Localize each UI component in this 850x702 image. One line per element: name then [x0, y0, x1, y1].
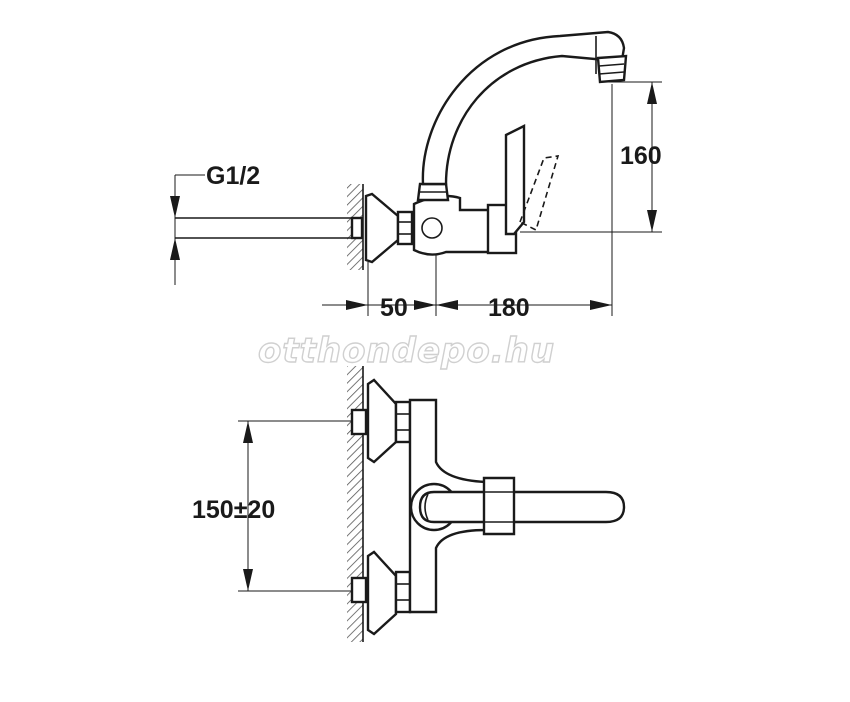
lever-side — [504, 124, 526, 236]
lever-top — [482, 476, 516, 536]
hex-nut-side — [396, 210, 414, 246]
spout-top — [418, 490, 626, 524]
escutcheon-top-upper — [366, 378, 398, 464]
watermark-text: otthondepo.hu — [258, 331, 555, 371]
dim-wall-offset-label: 50 — [380, 294, 408, 322]
top-view: 150±20 — [192, 366, 626, 642]
dim-thread-label: G1/2 — [206, 162, 260, 190]
escutcheon-side — [364, 192, 400, 264]
dim-inlet-spacing-label: 150±20 — [192, 496, 275, 524]
dim-spout-height-label: 160 — [620, 142, 662, 170]
side-view: G1/2 160 50 180 — [170, 30, 662, 322]
mixer-body-side — [412, 194, 492, 256]
dim-spout-reach-label: 180 — [488, 294, 530, 322]
escutcheon-top-lower — [366, 550, 398, 636]
